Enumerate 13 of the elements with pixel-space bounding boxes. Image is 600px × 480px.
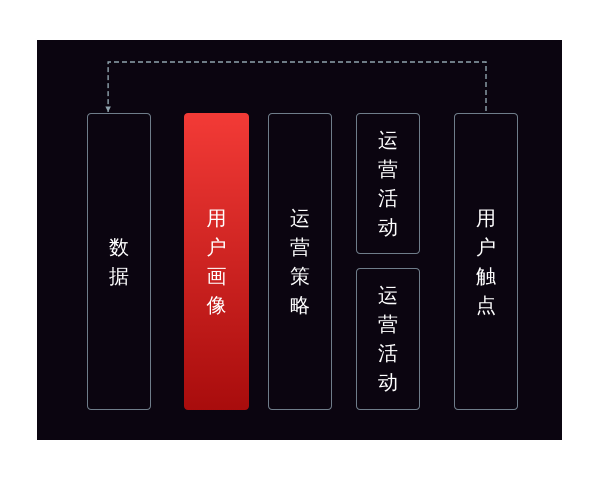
process-box xyxy=(356,113,420,254)
box-label: 运营活动 xyxy=(378,126,398,240)
process-box xyxy=(268,113,332,410)
box-label: 用户画像 xyxy=(206,204,226,318)
process-box xyxy=(454,113,518,410)
box-label: 运营策略 xyxy=(290,204,310,318)
box-label: 运营活动 xyxy=(378,282,398,396)
box-label: 数据 xyxy=(109,234,129,290)
dashed-arrow xyxy=(105,61,487,112)
highlighted-box xyxy=(184,113,249,410)
box-label: 用户触点 xyxy=(476,204,496,318)
process-box xyxy=(87,113,151,410)
process-box xyxy=(356,268,420,410)
